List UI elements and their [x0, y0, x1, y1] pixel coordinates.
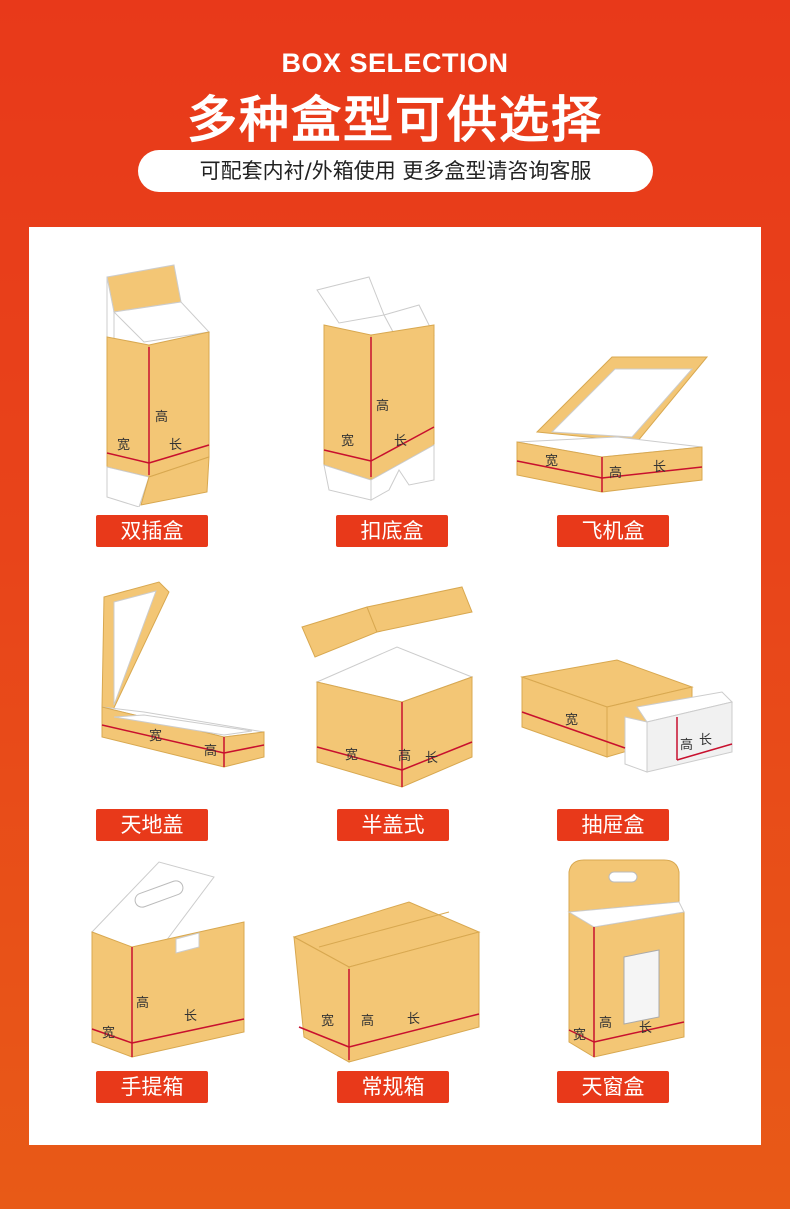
subtitle-pill: 可配套内衬/外箱使用 更多盒型请咨询客服 [138, 150, 653, 192]
box-label-half-lid: 半盖式 [337, 809, 449, 841]
height-label: 高 [680, 737, 693, 753]
height-label: 高 [599, 1015, 612, 1031]
box-label-mailer: 飞机盒 [557, 515, 669, 547]
double-tuck-box-illustration: 高 宽 长 [106, 264, 211, 507]
length-label: 长 [639, 1021, 652, 1036]
width-label: 宽 [117, 437, 130, 453]
regular-carton-illustration: 宽 高 长 [292, 901, 481, 1063]
height-label: 高 [204, 743, 217, 759]
half-lid-box-illustration: 宽 高 长 [301, 586, 474, 788]
box-label-handle: 手提箱 [96, 1071, 208, 1103]
box-label-drawer: 抽屉盒 [557, 809, 669, 841]
lid-and-base-box-illustration: 宽 高 [101, 581, 265, 768]
header-english-title: BOX SELECTION [281, 48, 509, 78]
height-label: 高 [155, 409, 168, 425]
crash-lock-box-illustration: 高 宽 长 [316, 276, 435, 501]
length-label: 长 [169, 438, 182, 453]
box-label-regular-carton: 常规箱 [337, 1071, 449, 1103]
length-label: 长 [425, 751, 438, 766]
length-label: 长 [184, 1009, 197, 1024]
handle-box-illustration: 高 宽 长 [91, 861, 245, 1058]
length-label: 长 [407, 1012, 420, 1027]
drawer-box-illustration: 宽 高 长 [520, 659, 733, 773]
width-label: 宽 [573, 1027, 586, 1043]
height-label: 高 [609, 465, 622, 481]
height-label: 高 [376, 398, 389, 414]
length-label: 长 [394, 434, 407, 449]
height-label: 高 [398, 748, 411, 764]
box-label-crash-lock: 扣底盒 [336, 515, 448, 547]
box-label-window: 天窗盒 [557, 1071, 669, 1103]
length-label: 长 [653, 460, 666, 475]
width-label: 宽 [102, 1025, 115, 1041]
window-box-illustration: 高 宽 长 [567, 859, 685, 1058]
width-label: 宽 [149, 728, 162, 744]
header-chinese-title: 多种盒型可供选择 [187, 91, 603, 149]
box-label-double-tuck: 双插盒 [96, 515, 208, 547]
height-label: 高 [361, 1013, 374, 1029]
length-label: 长 [699, 733, 712, 748]
width-label: 宽 [321, 1013, 334, 1029]
box-label-lid-and-base: 天地盖 [96, 809, 208, 841]
mailer-box-illustration: 宽 高 长 [516, 356, 709, 493]
width-label: 宽 [545, 453, 558, 469]
height-label: 高 [136, 995, 149, 1011]
width-label: 宽 [565, 712, 578, 728]
width-label: 宽 [345, 747, 358, 763]
box-grid-panel: 高 宽 长 双插盒 高 宽 长 扣底盒 宽 高 长 飞机盒 [29, 227, 761, 1145]
width-label: 宽 [341, 433, 354, 449]
